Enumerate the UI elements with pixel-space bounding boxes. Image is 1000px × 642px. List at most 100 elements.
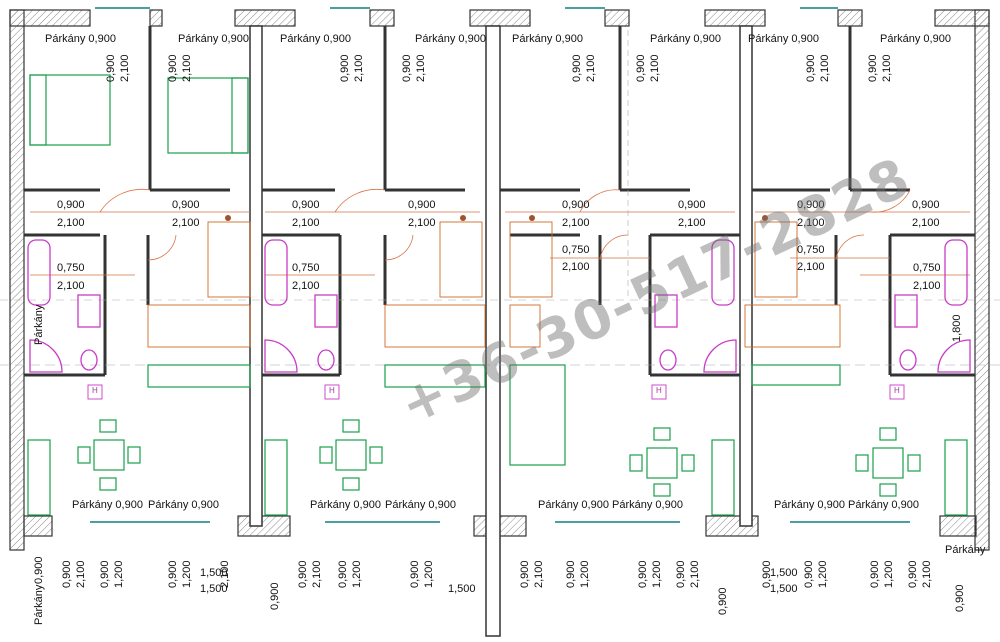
height-label: 0,900 [297,560,309,588]
stair-markers [225,215,768,221]
height-label: 2,100 [353,54,365,82]
height-label: 0,900 [954,584,966,612]
height-label: 2,100 [921,560,933,588]
door-height-label: 2,100 [292,280,320,292]
sill-label: Párkány 0,900 [178,33,249,45]
heater-label: H [92,386,98,395]
door-height-label: 2,100 [912,217,940,229]
height-label: 1,200 [651,560,663,588]
height-label: 0,900 [99,560,111,588]
door-height-label: 2,100 [678,217,706,229]
door-width-label: 0,900 [912,199,940,211]
width-label: 1,500 [200,567,228,579]
height-label: 1,200 [113,560,125,588]
door-height-label: 2,100 [797,217,825,229]
door-width-label: 0,900 [172,199,200,211]
height-label: 0,900 [339,54,351,82]
door-width-label: 0,900 [408,199,436,211]
door-height-label: 2,100 [172,217,200,229]
height-label: 2,100 [415,54,427,82]
stairs [147,221,841,348]
sill-label: Párkány 0,900 [748,33,819,45]
height-label: 0,900 [637,560,649,588]
door-width-label: 0,900 [678,199,706,211]
sill-label: Párkány 0,900 [385,499,456,511]
sill-label: Párkány 0,900 [650,33,721,45]
height-label: 0,900 [867,54,879,82]
height-label: 2,100 [689,560,701,588]
height-label: 0,900 [61,560,73,588]
height-label: 2,100 [533,560,545,588]
height-label: 2,100 [649,54,661,82]
sanitary-fixtures [27,239,971,373]
height-label: 1,200 [351,560,363,588]
height-label: 0,900 [33,556,45,584]
door-width-label: 0,750 [292,262,320,274]
height-label: 0,900 [717,587,729,615]
height-label: 2,100 [585,54,597,82]
sill-label: Párkány [33,584,45,625]
height-label: 2,100 [881,54,893,82]
height-label: 0,900 [409,560,421,588]
width-label: 1,500 [770,583,798,595]
height-label: 0,900 [105,54,117,82]
dining-kitchen [27,364,968,516]
sill-label: Párkány [945,544,986,556]
door-height-label: 2,100 [562,217,590,229]
door-width-label: 0,900 [292,199,320,211]
height-label: 0,900 [565,560,577,588]
door-height-label: 2,100 [913,280,941,292]
door-width-label: 0,900 [57,199,85,211]
heater-markers [87,384,905,400]
sill-label: Párkány 0,900 [538,499,609,511]
height-label: 0,900 [803,560,815,588]
door-width-label: 0,750 [57,262,85,274]
height-label: 0,900 [269,582,281,610]
height-label: 0,900 [167,54,179,82]
sill-label: Párkány 0,900 [45,33,116,45]
sill-label: Párkány 0,900 [280,33,351,45]
party-walls [249,25,753,637]
interior-walls [24,26,975,377]
sill-label: Párkány 0,900 [848,499,919,511]
width-label: 1,500 [448,583,476,595]
height-label: 0,900 [571,54,583,82]
height-label: 0,900 [907,560,919,588]
door-width-label: 0,900 [797,199,825,211]
door-height-label: 2,100 [292,217,320,229]
height-label: 2,100 [75,560,87,588]
sill-label: Párkány 0,900 [310,499,381,511]
sill-label: Párkány 0,900 [415,33,486,45]
height-label: 0,900 [401,54,413,82]
height-label: 0,900 [675,560,687,588]
windows [90,7,910,523]
beds [29,74,249,154]
height-label: 0,900 [167,560,179,588]
outer-walls [9,9,990,551]
height-label: 1,200 [817,560,829,588]
height-label: 2,100 [311,560,323,588]
sill-label: Párkány 0,900 [774,499,845,511]
dimension-lines [30,188,970,276]
door-height-label: 2,100 [57,217,85,229]
door-height-label: 2,100 [797,261,825,273]
height-label: 0,900 [805,54,817,82]
heater-label: H [894,386,900,395]
height-label: 1,200 [181,560,193,588]
sill-label: Párkány 0,900 [880,33,951,45]
sill-label: Párkány 0,900 [612,499,683,511]
width-label: 1,500 [770,567,798,579]
height-label: 2,100 [181,54,193,82]
height-label: 0,900 [635,54,647,82]
height-label: 0,900 [869,560,881,588]
door-height-label: 2,100 [562,261,590,273]
height-label: 1,800 [951,314,963,342]
height-label: 0,900 [337,560,349,588]
height-label: 1,200 [423,560,435,588]
sill-label: Párkány 0,900 [72,499,143,511]
heater-label: H [329,386,335,395]
sill-label: Párkány 0,900 [512,33,583,45]
sill-label: Párkány [33,304,45,345]
door-width-label: 0,750 [562,244,590,256]
